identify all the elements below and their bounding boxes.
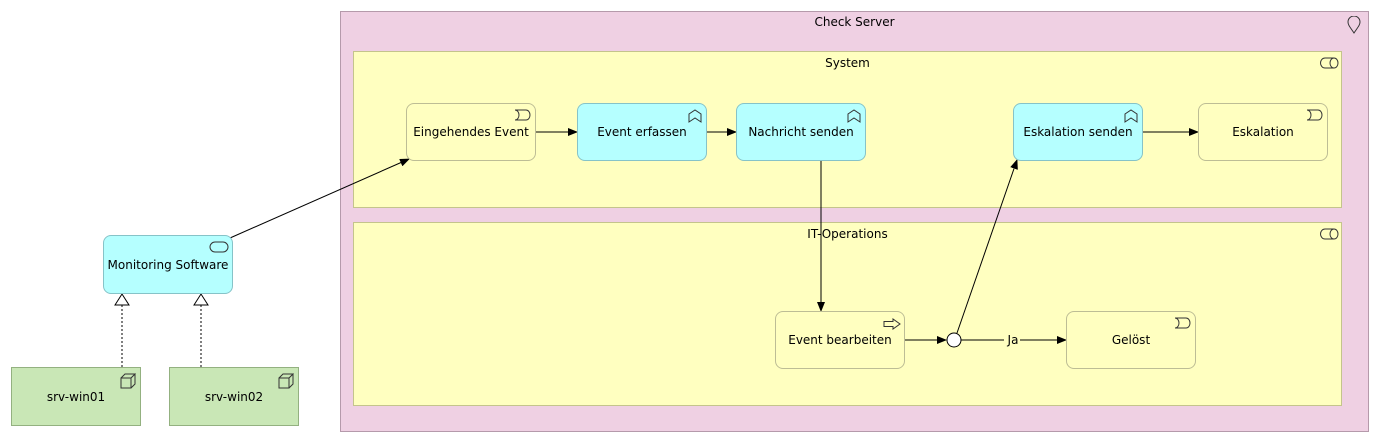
role-icon [1320,228,1339,240]
node-eskalation-senden[interactable]: Eskalation senden [1013,103,1143,161]
node-label: Nachricht senden [748,125,854,139]
location-icon [1347,16,1361,34]
event-icon [1174,317,1191,329]
function-icon [847,109,861,123]
node-srv-win01[interactable]: srv-win01 [11,367,141,426]
node-label: Gelöst [1111,333,1151,347]
node-srv-win02[interactable]: srv-win02 [169,367,299,426]
edge-label-ja: Ja [1007,333,1019,347]
edge-label-bg [1004,333,1020,347]
node-label: Eskalation senden [1023,125,1133,139]
node-eskalation[interactable]: Eskalation [1198,103,1328,161]
role-icon [1320,57,1339,69]
node-label: Event bearbeiten [788,333,892,347]
edge-monitoring-to-event[interactable] [229,158,410,239]
node-label: Event erfassen [597,125,687,139]
event-icon [1306,109,1323,121]
node-event-erfassen[interactable]: Event erfassen [577,103,707,161]
event-icon [514,109,531,121]
process-icon [883,318,901,330]
node-label: srv-win01 [46,389,106,404]
node-label: srv-win02 [204,389,264,404]
node-nachricht-senden[interactable]: Nachricht senden [736,103,866,161]
node-event-bearbeiten[interactable]: Event bearbeiten [775,311,905,369]
node-geloest[interactable]: Gelöst [1066,311,1196,369]
lane-title-system: System [825,56,870,70]
node-label: Eskalation [1232,125,1294,139]
function-icon [1124,109,1138,123]
realization-arrowhead [193,293,209,306]
node-label: Monitoring Software [107,257,229,272]
node-label: Eingehendes Event [413,125,529,139]
node-eingehendes-event[interactable]: Eingehendes Event [406,103,536,161]
realization-arrowhead [114,293,130,306]
device-icon [120,373,136,389]
edge-junction-to-eskalation-senden[interactable] [956,159,1018,334]
service-icon [209,241,229,253]
function-icon [688,109,702,123]
or-junction[interactable] [946,332,962,348]
lane-title-it-operations: IT-Operations [807,227,888,241]
group-title-check-server: Check Server [814,15,895,29]
device-icon [278,373,294,389]
node-monitoring-software[interactable]: Monitoring Software [103,235,233,294]
